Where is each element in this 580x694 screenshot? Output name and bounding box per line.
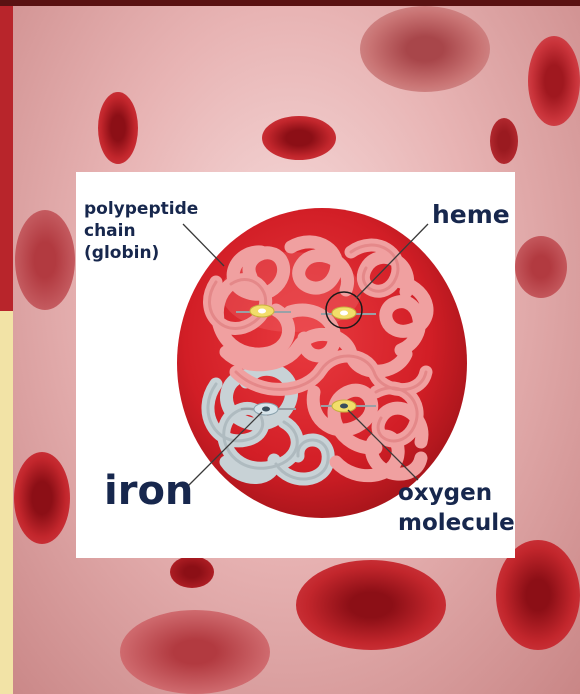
label-oxygen-line-2: molecule (398, 508, 515, 538)
background-blood-cell (170, 556, 214, 588)
label-heme: heme (432, 200, 510, 229)
background-blood-cell (515, 236, 567, 298)
background-blood-cell (360, 6, 490, 92)
label-polypeptide-line-2: chain (84, 220, 198, 242)
background-blood-cell (120, 610, 270, 694)
hemoglobin-diagram: polypeptide chain (globin) heme iron oxy… (76, 172, 515, 558)
background-blood-cell (262, 116, 336, 160)
background-blood-cell (15, 210, 75, 310)
top-border (0, 0, 580, 6)
background-blood-cell (14, 452, 70, 544)
side-accent-red (0, 6, 13, 311)
background-blood-cell (98, 92, 138, 164)
label-polypeptide-line-3: (globin) (84, 242, 198, 264)
label-polypeptide-line-1: polypeptide (84, 198, 198, 220)
label-iron: iron (104, 468, 193, 514)
background-blood-cell (296, 560, 446, 650)
background-blood-cell (490, 118, 518, 164)
label-oxygen-line-1: oxygen (398, 478, 515, 508)
label-oxygen-molecule: oxygen molecule (398, 478, 515, 538)
background-blood-cell (528, 36, 580, 126)
label-polypeptide-chain: polypeptide chain (globin) (84, 198, 198, 264)
side-accent-cream (0, 311, 13, 694)
